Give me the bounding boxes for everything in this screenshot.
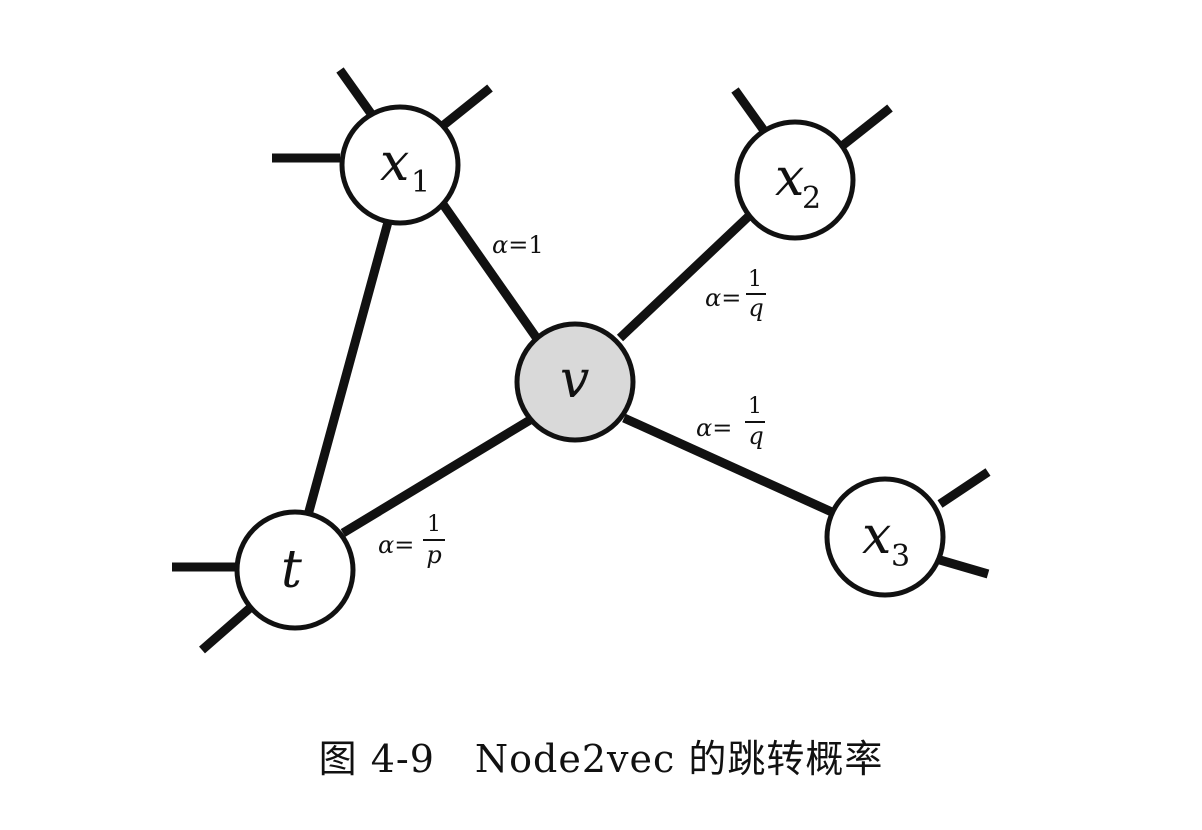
figure-caption: 图 4-9 Node2vec 的跳转概率 (0, 728, 1202, 783)
stub-x1-a (336, 67, 376, 118)
label-v-x3-prefix: α= (696, 414, 732, 442)
label-v-x1: α=1 (492, 231, 544, 259)
node-t-letter: t (281, 540, 302, 600)
label-v-x2-denominator: q (748, 294, 763, 322)
stub-x3-b (938, 555, 990, 579)
node-x3-subscript: 3 (891, 539, 910, 574)
node-x1: x 1 (339, 104, 461, 226)
node-x3-circle (824, 476, 946, 598)
label-v-x2-numerator: 1 (748, 267, 762, 292)
caption-number: 图 4-9 (318, 737, 435, 781)
node-t-circle (234, 509, 356, 631)
stub-t-b (199, 604, 253, 654)
caption-text: Node2vec 的跳转概率 (474, 737, 884, 781)
edges (303, 197, 836, 537)
stub-edges (172, 67, 991, 654)
node-x1-circle (339, 104, 461, 226)
edge-v-x1 (436, 197, 542, 343)
node-x1-subscript: 1 (411, 165, 430, 200)
node-v-letter: v (560, 350, 589, 410)
node-x2-subscript: 2 (802, 181, 821, 216)
label-v-x3-denominator: q (748, 422, 763, 450)
edge-t-x1 (303, 220, 393, 517)
stub-x2-b (839, 104, 893, 150)
label-v-x1-value: 1 (528, 231, 543, 259)
edge-v-t (340, 416, 533, 537)
svg-text:α=1: α=1 (492, 231, 544, 259)
node-t: t (234, 509, 356, 631)
label-v-x2-prefix: α= (705, 284, 741, 312)
label-v-t-denominator: p (426, 541, 441, 569)
label-v-t-numerator: 1 (427, 512, 441, 537)
node-v-circle (514, 321, 636, 443)
label-v-x3-numerator: 1 (748, 394, 762, 419)
stub-x1-b (437, 84, 493, 132)
node-x1-letter: x (380, 133, 409, 193)
edge-v-x2 (616, 211, 754, 342)
label-v-t: α= 1 p (378, 512, 445, 569)
node-x2-letter: x (775, 148, 804, 208)
node-v: v (514, 321, 636, 443)
label-v-x3: α= 1 q (696, 394, 765, 450)
label-v-x1-prefix: α= (492, 231, 528, 259)
node-x3: x 3 (824, 476, 946, 598)
node-x2: x 2 (734, 119, 856, 241)
stub-x3-a (937, 468, 991, 508)
node-x3-letter: x (862, 506, 891, 566)
node2vec-graph: x 1 x 2 x 3 v t α=1 α= 1 (172, 67, 991, 654)
stub-x2-a (731, 87, 769, 135)
label-v-t-prefix: α= (378, 531, 414, 559)
node-x2-circle (734, 119, 856, 241)
label-v-x2: α= 1 q (705, 267, 766, 322)
edge-v-x3 (622, 413, 836, 518)
